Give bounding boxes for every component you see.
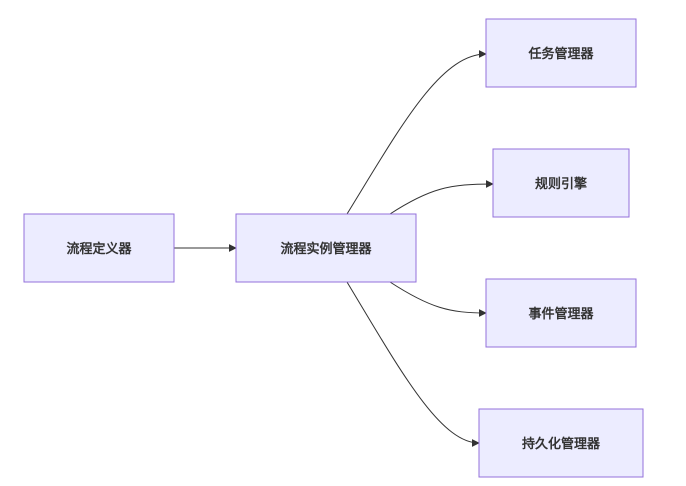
node-process-instance-manager: 流程实例管理器 xyxy=(235,213,417,283)
node-process-instance-manager-label: 流程实例管理器 xyxy=(280,241,372,257)
node-process-definition-label: 流程定义器 xyxy=(66,241,132,257)
node-process-definition: 流程定义器 xyxy=(23,213,175,283)
node-rule-engine-label: 规则引擎 xyxy=(535,176,587,192)
node-event-manager: 事件管理器 xyxy=(485,278,637,348)
edge-instance-to-persistence-manager xyxy=(346,281,480,447)
node-rule-engine: 规则引擎 xyxy=(492,148,630,218)
edge-instance-to-task-manager xyxy=(346,50,487,215)
node-task-manager-label: 任务管理器 xyxy=(527,46,594,62)
node-persistence-manager-label: 持久化管理器 xyxy=(522,436,601,452)
edge-instance-to-rule-engine xyxy=(389,180,494,215)
edges xyxy=(174,50,494,447)
edge-instance-to-event-manager xyxy=(389,281,487,317)
node-task-manager: 任务管理器 xyxy=(485,18,637,88)
node-persistence-manager: 持久化管理器 xyxy=(478,408,644,478)
node-event-manager-label: 事件管理器 xyxy=(528,306,594,322)
